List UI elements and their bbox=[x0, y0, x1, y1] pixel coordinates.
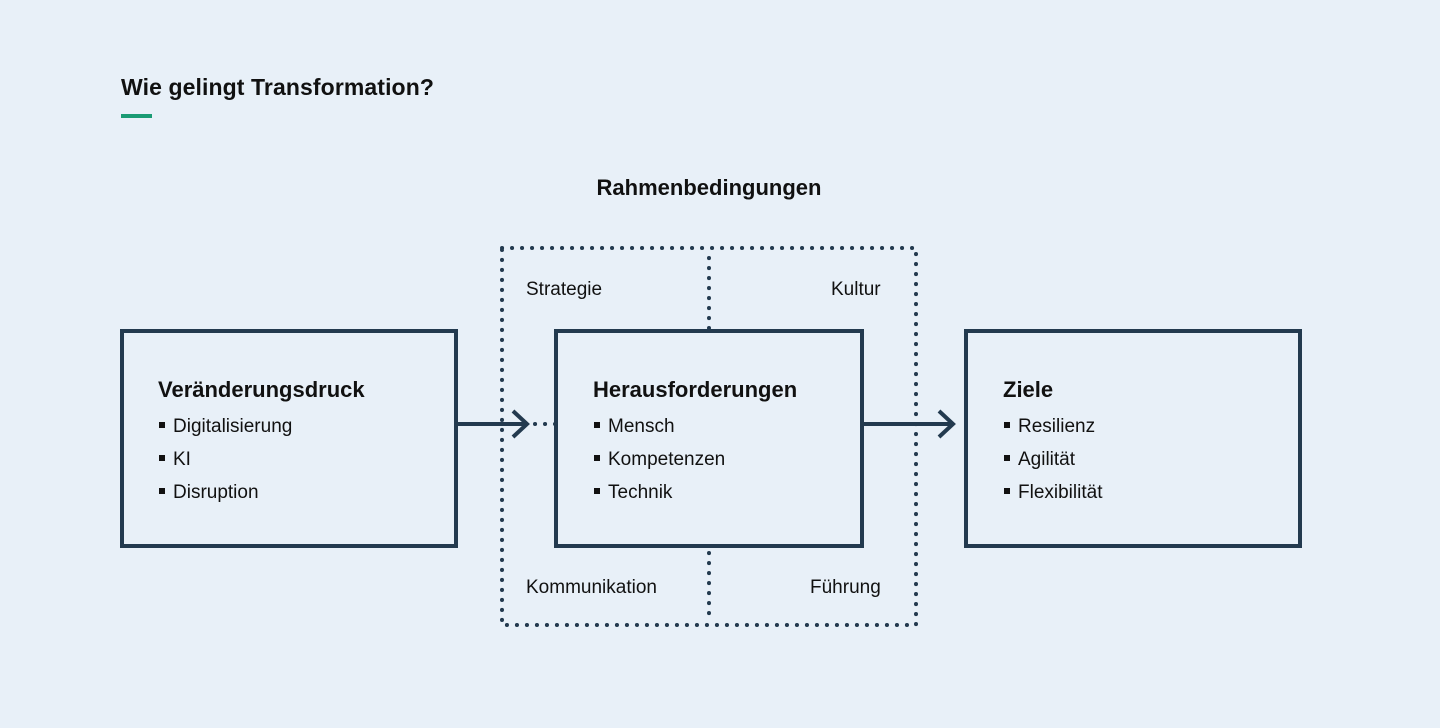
list-item-label: KI bbox=[173, 449, 191, 470]
bullet-square-icon bbox=[594, 422, 600, 428]
arrow-pressure-to-challenges bbox=[456, 409, 557, 439]
list-item: Resilienz bbox=[1004, 410, 1102, 443]
bullet-square-icon bbox=[594, 488, 600, 494]
bullet-square-icon bbox=[159, 455, 165, 461]
list-item-label: Resilienz bbox=[1018, 416, 1096, 437]
page-title: Wie gelingt Transformation? bbox=[121, 74, 435, 100]
list-item: Agilität bbox=[1004, 443, 1102, 476]
list-item-label: Kompetenzen bbox=[608, 449, 726, 470]
list-item-label: Technik bbox=[608, 482, 673, 503]
list-item-label: Disruption bbox=[173, 482, 259, 503]
box-item-list: Mensch Kompetenzen Technik bbox=[594, 410, 725, 509]
framework-heading: Rahmenbedingungen bbox=[596, 175, 822, 200]
list-item: Technik bbox=[594, 476, 725, 509]
list-item: Flexibilität bbox=[1004, 476, 1102, 509]
box-title: Ziele bbox=[1003, 377, 1054, 402]
list-item: Disruption bbox=[159, 476, 292, 509]
box-ziele: Ziele Resilienz Agilität Flexibilität bbox=[964, 329, 1302, 548]
list-item: Mensch bbox=[594, 410, 725, 443]
quadrant-label-kultur: Kultur bbox=[831, 279, 881, 300]
quadrant-label-kommunikation: Kommunikation bbox=[526, 577, 657, 598]
bullet-square-icon bbox=[159, 488, 165, 494]
box-title: Veränderungsdruck bbox=[158, 377, 365, 402]
bullet-square-icon bbox=[1004, 488, 1010, 494]
quadrant-label-strategie: Strategie bbox=[526, 279, 603, 300]
bullet-square-icon bbox=[594, 455, 600, 461]
list-item-label: Digitalisierung bbox=[173, 416, 293, 437]
box-veraenderungsdruck: Veränderungsdruck Digitalisierung KI Dis… bbox=[120, 329, 458, 548]
bullet-square-icon bbox=[1004, 455, 1010, 461]
bullet-square-icon bbox=[159, 422, 165, 428]
list-item: Digitalisierung bbox=[159, 410, 292, 443]
title-accent-bar bbox=[121, 114, 152, 118]
box-herausforderungen: Herausforderungen Mensch Kompetenzen Tec… bbox=[554, 329, 864, 548]
list-item-label: Agilität bbox=[1018, 449, 1076, 470]
list-item-label: Flexibilität bbox=[1018, 482, 1103, 503]
list-item: KI bbox=[159, 443, 292, 476]
list-item-label: Mensch bbox=[608, 416, 675, 437]
list-item: Kompetenzen bbox=[594, 443, 725, 476]
quadrant-label-fuehrung: Führung bbox=[810, 577, 881, 598]
arrow-challenges-to-goals bbox=[862, 409, 956, 439]
bullet-square-icon bbox=[1004, 422, 1010, 428]
box-item-list: Digitalisierung KI Disruption bbox=[159, 410, 292, 509]
framework-dotted-frame bbox=[500, 246, 918, 627]
box-title: Herausforderungen bbox=[593, 377, 798, 402]
box-item-list: Resilienz Agilität Flexibilität bbox=[1004, 410, 1102, 509]
